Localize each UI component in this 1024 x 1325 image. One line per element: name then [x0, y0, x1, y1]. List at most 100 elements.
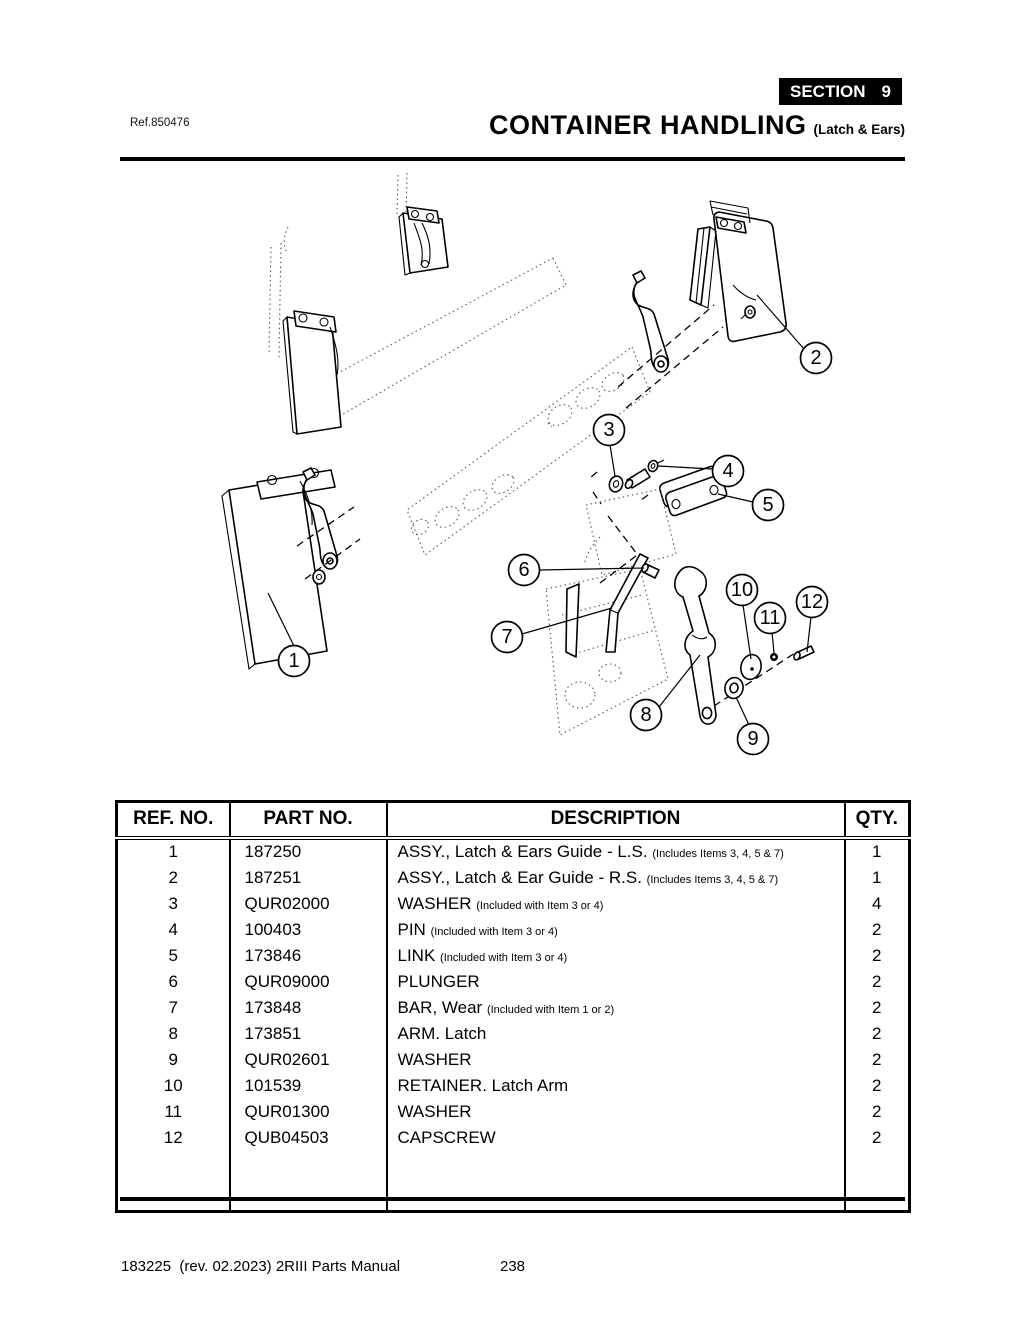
- part-latch-arm-right: [632, 270, 670, 373]
- table-filler-row: [115, 1151, 911, 1212]
- part-link-5: [659, 465, 728, 517]
- part-cell: 100403: [228, 917, 388, 944]
- part-washer-11: [770, 653, 778, 661]
- assembly-dashes-left: [296, 506, 361, 580]
- leader-2: [756, 294, 805, 350]
- table-row: 11 QUR01300 WASHER 2: [115, 1099, 911, 1126]
- part-latch-arm-left: [302, 467, 339, 570]
- part-cell: 187251: [228, 865, 388, 892]
- table-row: 12 QUB04503 CAPSCREW 2: [115, 1125, 911, 1152]
- leader-5: [717, 493, 754, 503]
- callout-5: 5: [751, 488, 785, 522]
- header-part-no: PART NO.: [228, 801, 388, 840]
- callout-2: 2: [799, 341, 833, 375]
- qty-cell: 2: [843, 995, 911, 1022]
- desc-cell: WASHER: [385, 1099, 846, 1126]
- leader-8: [658, 654, 701, 708]
- part-latch-arm-8: [674, 565, 717, 725]
- ref-cell: 1: [115, 837, 231, 866]
- svg-text:3: 3: [603, 419, 614, 441]
- header-ref-no: REF. NO.: [115, 801, 231, 840]
- leader-9: [735, 696, 750, 726]
- phantom-frame-lower: [545, 488, 677, 736]
- leader-11: [771, 631, 775, 654]
- qty-cell: 2: [843, 1021, 911, 1048]
- footer-rule: [120, 1197, 905, 1201]
- leader-10: [742, 604, 752, 660]
- svg-text:12: 12: [801, 591, 823, 613]
- callout-4: 4: [711, 454, 745, 488]
- exploded-parts-diagram: 1 2 3 4 5 6 7 8 9 10 11 12: [221, 172, 833, 756]
- desc-cell: WASHER: [385, 1047, 846, 1074]
- ref-cell: 10: [115, 1073, 231, 1100]
- desc-cell: PLUNGER: [385, 969, 846, 996]
- table-row: 5 173846 LINK (Included with Item 3 or 4…: [115, 943, 911, 970]
- qty-cell: 4: [843, 891, 911, 918]
- leader-3: [609, 444, 616, 477]
- ref-cell: 11: [115, 1099, 231, 1126]
- svg-text:7: 7: [501, 626, 512, 648]
- section-number: 9: [881, 81, 891, 101]
- leader-6: [539, 567, 645, 571]
- table-row: 6 QUR09000 PLUNGER 2: [115, 969, 911, 996]
- table-row: 8 173851 ARM. Latch 2: [115, 1021, 911, 1048]
- part-capscrew-12: [793, 645, 815, 661]
- header-rule: [120, 157, 905, 161]
- qty-cell: 1: [843, 865, 911, 892]
- qty-cell: 2: [843, 1047, 911, 1074]
- assembly-dashes-middle: [589, 471, 649, 555]
- part-wear-bar-7: [605, 553, 649, 653]
- svg-text:11: 11: [760, 607, 781, 629]
- ref-cell: 9: [115, 1047, 231, 1074]
- part-cell: QUR01300: [228, 1099, 388, 1126]
- callout-8: 8: [629, 698, 663, 732]
- ref-cell: 7: [115, 995, 231, 1022]
- qty-cell: 2: [843, 1073, 911, 1100]
- phantom-rail: [406, 346, 651, 556]
- callout-9: 9: [736, 722, 770, 756]
- assembly-dash-bar: [599, 555, 637, 584]
- desc-cell: ASSY., Latch & Ears Guide - L.S. (Includ…: [385, 837, 846, 866]
- qty-cell: 2: [843, 917, 911, 944]
- reference-number: Ref.850476: [130, 117, 190, 129]
- part-cell: QUB04503: [228, 1125, 388, 1152]
- desc-cell: ARM. Latch: [385, 1021, 846, 1048]
- callout-6: 6: [507, 553, 541, 587]
- leader-12: [806, 616, 812, 653]
- svg-text:9: 9: [747, 728, 758, 750]
- table-row: 4 100403 PIN (Included with Item 3 or 4)…: [115, 917, 911, 944]
- ref-cell: 2: [115, 865, 231, 892]
- part-cell: 187250: [228, 837, 388, 866]
- svg-text:2: 2: [810, 347, 821, 369]
- assembled-ear-guide-left: [282, 310, 342, 435]
- table-row: 2 187251 ASSY., Latch & Ear Guide - R.S.…: [115, 865, 911, 892]
- part-thin-plate: [565, 583, 580, 658]
- svg-text:8: 8: [640, 704, 651, 726]
- desc-cell: PIN (Included with Item 3 or 4): [385, 917, 846, 944]
- desc-cell: LINK (Included with Item 3 or 4): [385, 943, 846, 970]
- svg-text:10: 10: [731, 579, 753, 601]
- callout-3: 3: [592, 413, 626, 447]
- table-header-row: REF. NO. PART NO. DESCRIPTION QTY.: [115, 801, 911, 840]
- ref-cell: 8: [115, 1021, 231, 1048]
- part-ear-guide-rs: [689, 200, 787, 343]
- footer-page-number: 238: [500, 1258, 526, 1275]
- qty-cell: 2: [843, 1099, 911, 1126]
- table-row: 10 101539 RETAINER. Latch Arm 2: [115, 1073, 911, 1100]
- desc-cell: ASSY., Latch & Ear Guide - R.S. (Include…: [385, 865, 846, 892]
- ref-cell: 3: [115, 891, 231, 918]
- desc-cell: RETAINER. Latch Arm: [385, 1073, 846, 1100]
- svg-text:6: 6: [518, 559, 529, 581]
- section-badge: SECTION 9: [779, 78, 902, 105]
- ref-cell: 12: [115, 1125, 231, 1152]
- leader-7: [521, 607, 613, 635]
- desc-cell: WASHER (Included with Item 3 or 4): [385, 891, 846, 918]
- svg-text:1: 1: [288, 650, 299, 672]
- desc-cell: CAPSCREW: [385, 1125, 846, 1152]
- page-title: CONTAINER HANDLING: [488, 110, 807, 140]
- callout-10: 10: [725, 573, 759, 607]
- part-cell: QUR09000: [228, 969, 388, 996]
- svg-text:5: 5: [762, 494, 773, 516]
- desc-cell: BAR, Wear (Included with Item 1 or 2): [385, 995, 846, 1022]
